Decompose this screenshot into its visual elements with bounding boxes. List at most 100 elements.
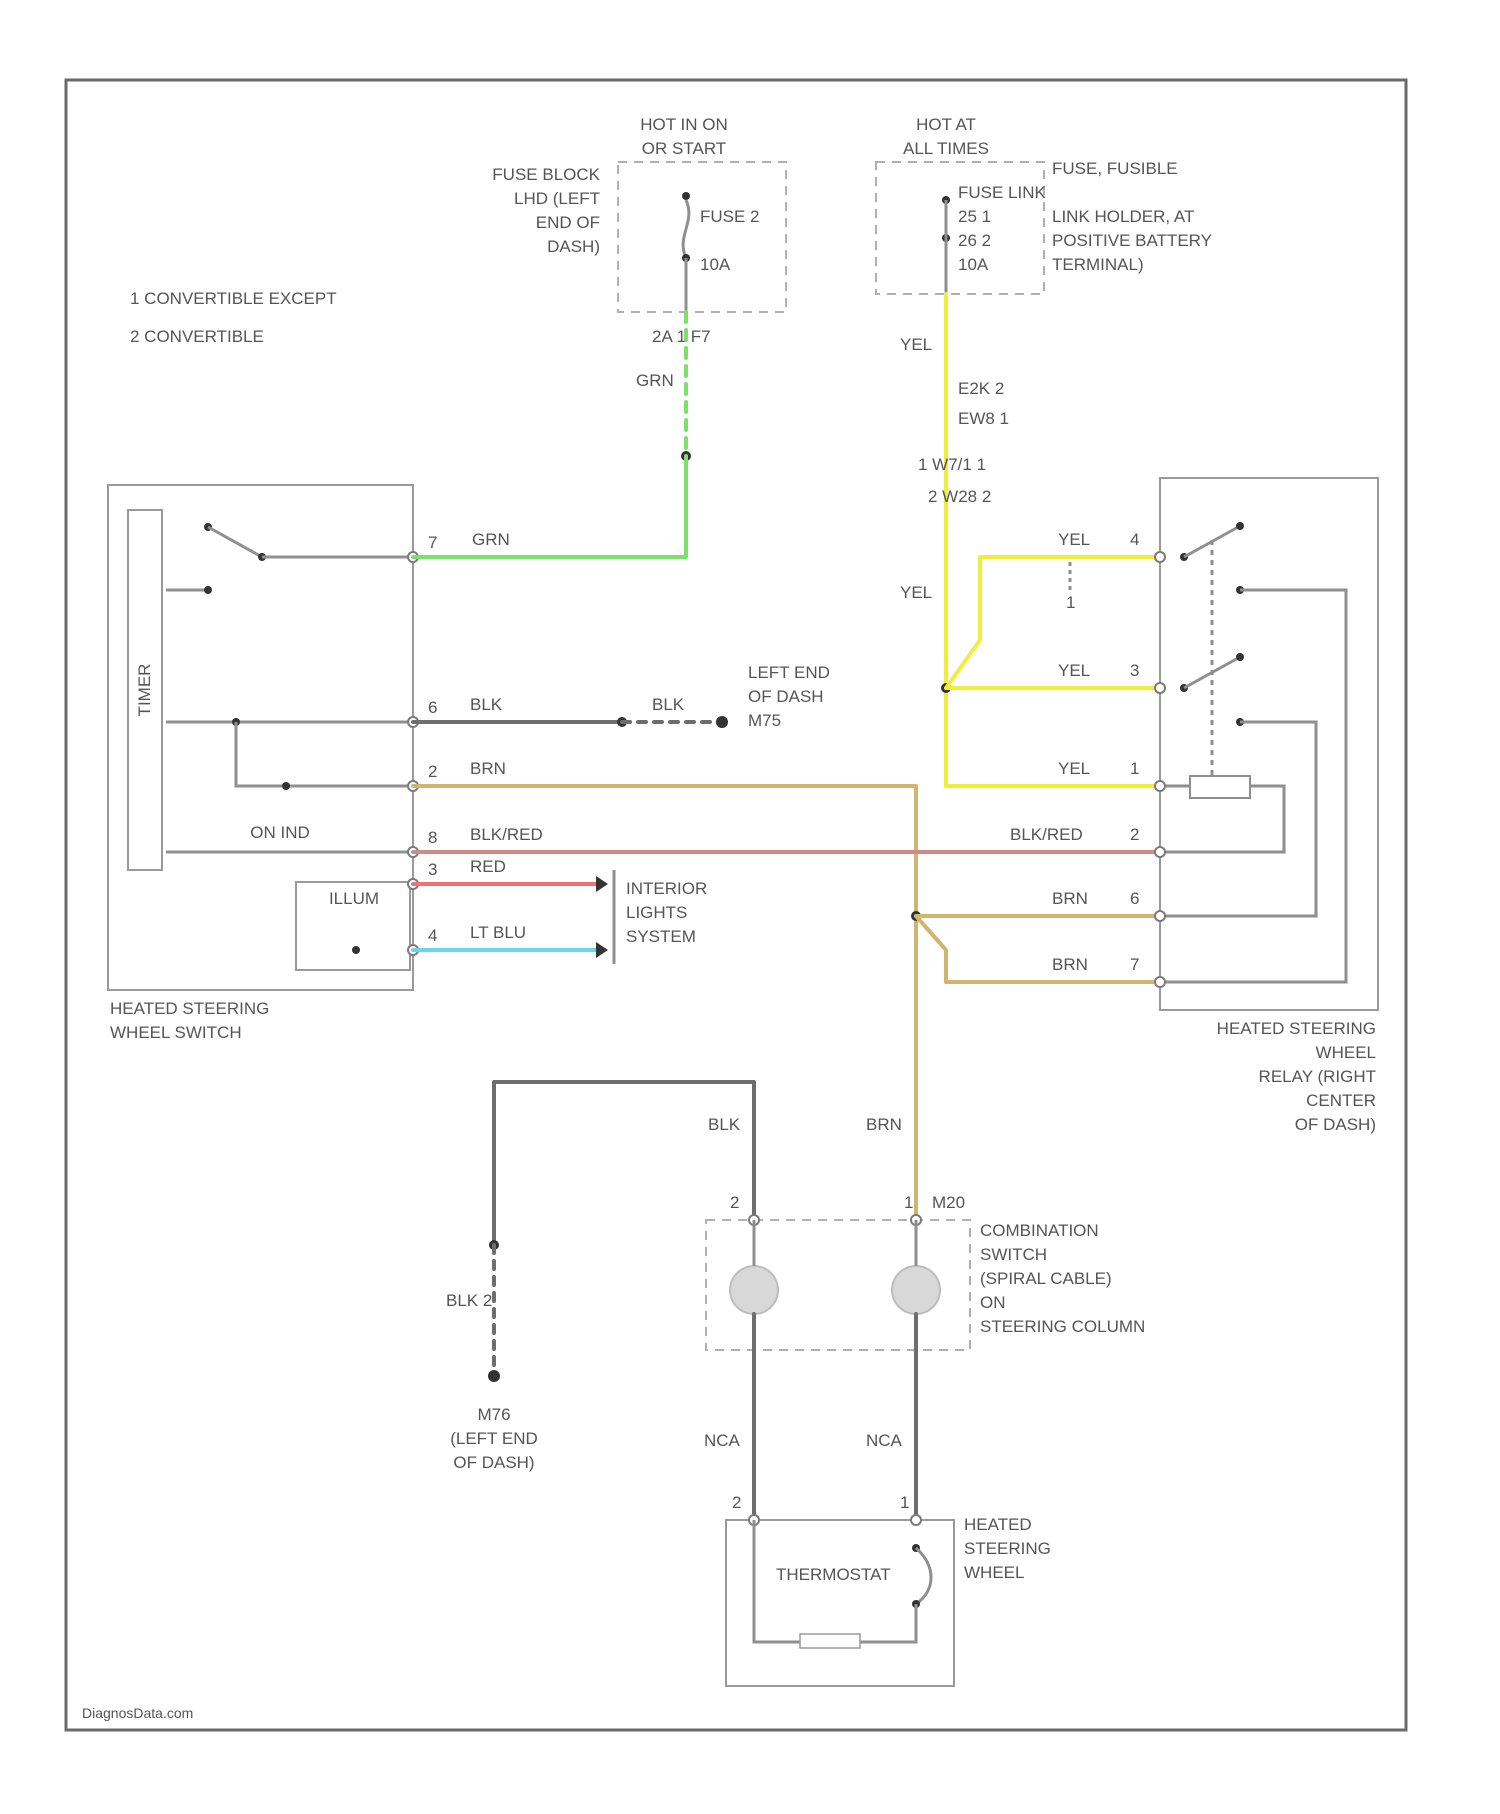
wire-grn [413, 456, 686, 557]
illum-lamp [352, 946, 360, 954]
relay-note-label: 1 [1066, 593, 1075, 612]
fusible-link-heading-1: HOT AT [916, 115, 976, 134]
lt-blu-arrow [596, 942, 608, 958]
fuse-block-heading-2: OR START [642, 139, 726, 158]
ground-lower-id: M76 [477, 1405, 510, 1424]
fuse-element [683, 200, 689, 258]
ground-label-1: LEFT END [748, 663, 830, 682]
heater-element [800, 1634, 860, 1648]
combination-line-5: STEERING COLUMN [980, 1317, 1145, 1336]
fuse-connector-label: 2A 1 F7 [652, 327, 711, 346]
wire-lt-blu-label: LT BLU [470, 923, 526, 942]
relay-pin-2-label: 2 [1130, 825, 1139, 844]
footer-watermark: DiagnosData.com [82, 1705, 193, 1721]
legend-item-2: 2 CONVERTIBLE [130, 327, 264, 346]
relay-pin-4-label: 4 [1130, 530, 1139, 549]
switch-pin-3-label: 3 [428, 860, 437, 879]
wire-blk-red-left-label: BLK/RED [470, 825, 543, 844]
relay-name-2: WHEEL [1316, 1043, 1376, 1062]
combination-line-1: COMBINATION [980, 1221, 1099, 1240]
steering-wheel-name-3: WHEEL [964, 1563, 1024, 1582]
relay-contact-lower-a [1236, 653, 1244, 661]
fuse-block-heading-1: HOT IN ON [640, 115, 728, 134]
switch-housing [108, 485, 413, 990]
relay-name-1: HEATED STEERING [1217, 1019, 1376, 1038]
heated-steering-wheel-relay: 4 3 1 2 6 7 HEATED STEERING WHEEL RELAY … [1130, 478, 1378, 1134]
relay-pin-3-label: 3 [1130, 661, 1139, 680]
fusible-link-desc-2: LINK HOLDER, AT [1052, 207, 1194, 226]
steering-wheel-pin-2-label: 2 [732, 1493, 741, 1512]
wire-grn-top-label: GRN [636, 371, 674, 390]
wire-brn-lower-label: BRN [866, 1115, 902, 1134]
switch-internal-pin2 [236, 722, 413, 786]
spiral-cable-right [892, 1266, 940, 1314]
switch-arm [208, 527, 262, 557]
wire-red-label: RED [470, 857, 506, 876]
diagram-frame [66, 80, 1406, 1730]
relay-pin-3 [1155, 683, 1165, 693]
relay-name-4: CENTER [1306, 1091, 1376, 1110]
switch-contact-low [204, 586, 212, 594]
ground-point-m76 [488, 1370, 500, 1382]
combination-line-2: SWITCH [980, 1245, 1047, 1264]
switch-pin-8-label: 8 [428, 828, 437, 847]
switch-pin-2-label: 2 [428, 762, 437, 781]
wire-brn-6-label: BRN [1052, 889, 1088, 908]
wire-blk-red-right-label: BLK/RED [1010, 825, 1083, 844]
relay-pin-6-label: 6 [1130, 889, 1139, 908]
ground-lower-line-2: OF DASH) [453, 1453, 534, 1472]
combination-line-4: ON [980, 1293, 1006, 1312]
fusible-link-line-4: 10A [958, 255, 989, 274]
combination-line-3: (SPIRAL CABLE) [980, 1269, 1112, 1288]
connector-c1: E2K 2 [958, 379, 1004, 398]
fuse-amps: 10A [700, 255, 731, 274]
fusible-link-desc-3: POSITIVE BATTERY [1052, 231, 1212, 250]
timer-label: TIMER [135, 664, 154, 717]
relay-pin-7-label: 7 [1130, 955, 1139, 974]
combination-pin-2-label: 2 [730, 1193, 739, 1212]
fusible-link-line-2: 25 1 [958, 207, 991, 226]
connector-c4: 2 W28 2 [928, 487, 991, 506]
wire-nca-left-label: NCA [704, 1431, 741, 1450]
interior-line-3: SYSTEM [626, 927, 696, 946]
switch-name-2: WHEEL SWITCH [110, 1023, 242, 1042]
ground-point-m75 [716, 716, 728, 728]
wire-yel-1-label: YEL [1058, 759, 1090, 778]
wire-blk-2-label: BLK 2 [446, 1291, 492, 1310]
wire-grn-mid-label: GRN [472, 530, 510, 549]
combination-switch: 2 1 M20 COMBINATION SWITCH (SPIRAL CABLE… [706, 1193, 1145, 1350]
wire-blk-lower-label: BLK [708, 1115, 741, 1134]
relay-name-5: OF DASH) [1295, 1115, 1376, 1134]
spiral-cable-left [730, 1266, 778, 1314]
relay-coil-box [1190, 776, 1250, 798]
red-arrow [596, 876, 608, 892]
relay-pin-4 [1155, 552, 1165, 562]
wire-yel-4-label: YEL [1058, 530, 1090, 549]
wire-yel-4 [946, 557, 1160, 688]
fuse-block-name-4: DASH) [547, 237, 600, 256]
fuse-block-name-1: FUSE BLOCK [492, 165, 600, 184]
illum-label: ILLUM [329, 889, 379, 908]
interior-line-2: LIGHTS [626, 903, 687, 922]
heated-steering-wheel-switch: TIMER ON IND ILLUM 7 6 2 8 3 4 HEATED ST… [108, 485, 437, 1042]
steering-wheel-pin-1 [911, 1515, 921, 1525]
switch-pin-7-label: 7 [428, 533, 437, 552]
wire-yel-mid-label: YEL [900, 583, 932, 602]
fuse-label: FUSE 2 [700, 207, 760, 226]
connector-c2: EW8 1 [958, 409, 1009, 428]
wire-brn-label: BRN [470, 759, 506, 778]
fuse-block-outline [618, 162, 786, 312]
switch-pin-4-label: 4 [428, 926, 437, 945]
relay-pin-1-label: 1 [1130, 759, 1139, 778]
relay-pin-1 [1155, 781, 1165, 791]
fusible-link-outline [876, 162, 1044, 294]
fusible-link-line-1: FUSE LINK [958, 183, 1047, 202]
relay-pin-7 [1155, 977, 1165, 987]
wire-yel-3-label: YEL [1058, 661, 1090, 680]
wire-nca-right-label: NCA [866, 1431, 903, 1450]
legend-item-1: 1 CONVERTIBLE EXCEPT [130, 289, 337, 308]
fuse-block-name-3: END OF [536, 213, 600, 232]
wire-blk-gnd-label: BLK [652, 695, 685, 714]
relay-contact-upper-a [1236, 522, 1244, 530]
interior-line-1: INTERIOR [626, 879, 707, 898]
